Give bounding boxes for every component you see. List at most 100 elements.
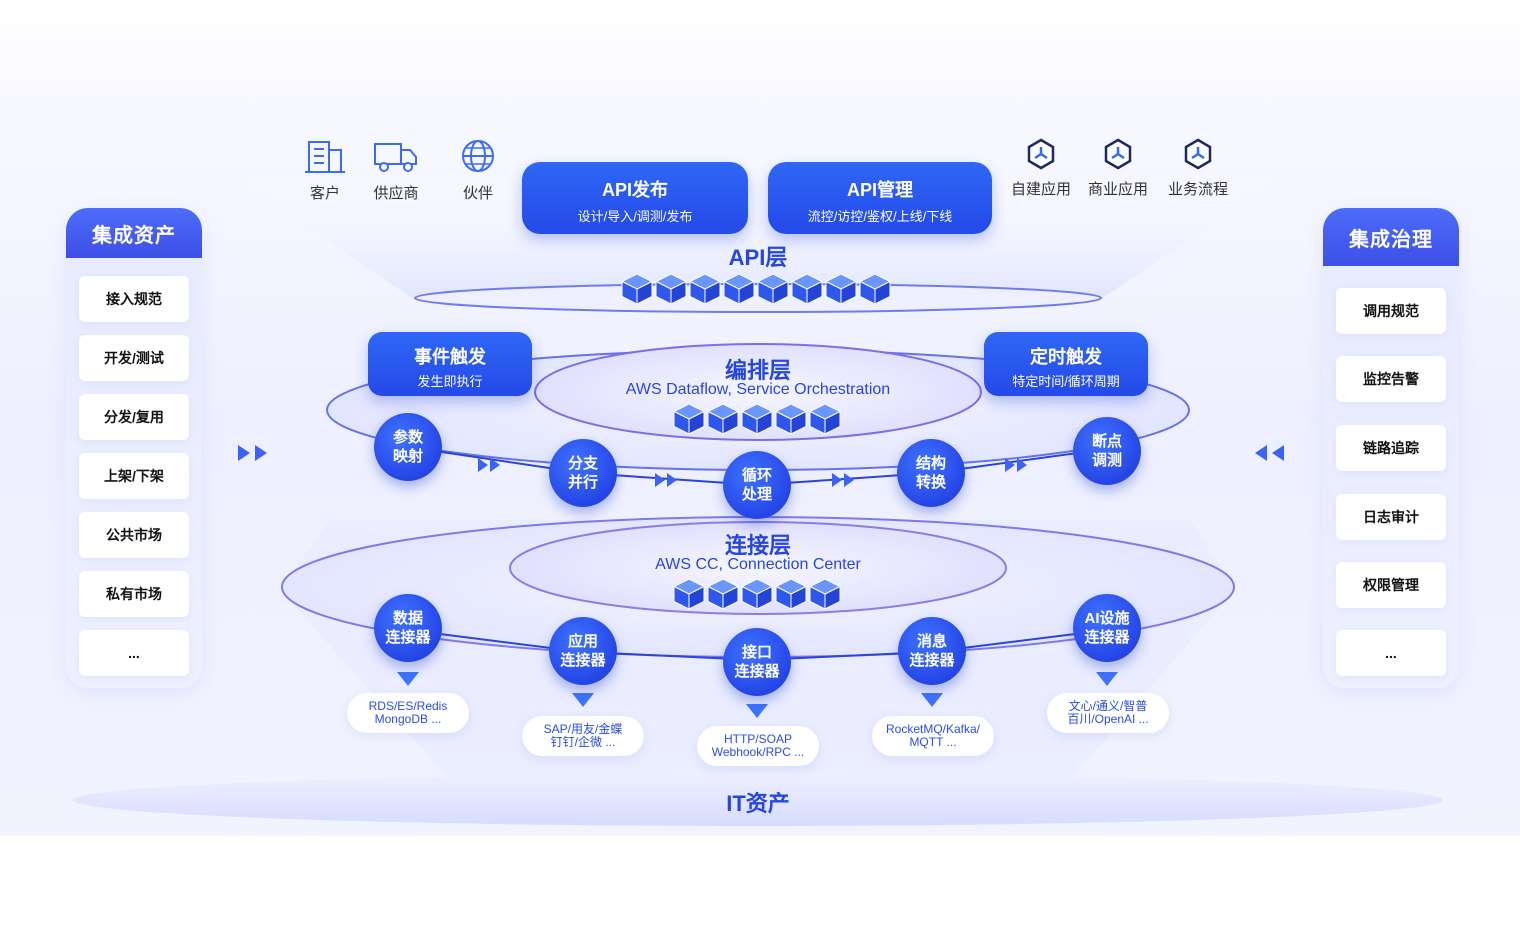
asset-item-public-market[interactable]: 公共市场 — [79, 512, 189, 558]
stakeholder-label: 客户 — [309, 185, 340, 202]
asset-item-more[interactable]: ... — [79, 630, 189, 676]
tag-interface-connectors: HTTP/SOAP Webhook/RPC ... — [697, 726, 819, 766]
cube-right — [756, 585, 773, 610]
flow-arrows — [238, 445, 1284, 487]
integration-assets-panel: 集成资产 接入规范 开发/测试 分发/复用 上架/下架 公共市场 私有市场 ..… — [66, 208, 202, 688]
api-layer-title: API层 — [728, 245, 788, 270]
connection-inner-ellipse — [509, 521, 1007, 615]
cube-right — [874, 280, 891, 305]
tag-line2: MQTT ... — [909, 735, 957, 749]
node-param-mapping[interactable]: 参数 映射 — [374, 413, 442, 481]
it-assets-title: IT资产 — [726, 791, 790, 816]
cube-right — [722, 585, 739, 610]
cube-right — [688, 585, 705, 610]
building-icon — [305, 141, 345, 173]
api-publish-card[interactable]: API发布 设计/导入/调测/发布 — [522, 162, 748, 234]
tag-data-connectors: RDS/ES/Redis MongoDB ... — [347, 693, 469, 733]
integration-governance-title: 集成治理 — [1323, 208, 1459, 266]
tag-line2: MongoDB ... — [374, 712, 442, 726]
node-interface-connector[interactable]: 接口 连接器 — [723, 628, 791, 696]
node-line1: 断点 — [1091, 433, 1122, 450]
governance-item-monitor-alert[interactable]: 监控告警 — [1336, 356, 1446, 402]
orchestration-inner-ellipse — [534, 343, 982, 441]
asset-item-publish-unpublish[interactable]: 上架/下架 — [79, 453, 189, 499]
api-manage-card[interactable]: API管理 流控/访控/鉴权/上线/下线 — [768, 162, 992, 234]
governance-item-call-spec[interactable]: 调用规范 — [1336, 288, 1446, 334]
cube-right — [840, 280, 857, 305]
node-line2: 并行 — [567, 474, 598, 491]
asset-item-dev-test[interactable]: 开发/测试 — [79, 335, 189, 381]
node-line1: 参数 — [392, 429, 423, 446]
tag-ai-connectors: 文心/通义/智普 百川/OpenAI ... — [1047, 693, 1169, 733]
asset-item-private-market[interactable]: 私有市场 — [79, 571, 189, 617]
node-line2: 连接器 — [734, 663, 780, 680]
node-line1: 应用 — [567, 633, 598, 650]
asset-item-distribute-reuse[interactable]: 分发/复用 — [79, 394, 189, 440]
cube-right — [772, 280, 789, 305]
node-line2: 连接器 — [560, 652, 606, 669]
cube-right — [704, 280, 721, 305]
governance-item-more[interactable]: ... — [1336, 630, 1446, 676]
connection-layer-subtitle: AWS CC, Connection Center — [655, 556, 861, 573]
node-structure-convert[interactable]: 结构 转换 — [897, 439, 965, 507]
tag-line1: RDS/ES/Redis — [368, 699, 448, 713]
api-publish-title: API发布 — [601, 180, 668, 200]
event-trigger-card[interactable]: 事件触发 发生即执行 — [368, 332, 532, 396]
connector-down-arrows — [397, 672, 1118, 718]
node-breakpoint-debug[interactable]: 断点 调测 — [1073, 417, 1141, 485]
cube-right — [738, 280, 755, 305]
node-line1: 循环 — [741, 467, 772, 484]
node-data-connector[interactable]: 数据 连接器 — [374, 594, 442, 662]
tag-line2: 百川/OpenAI ... — [1067, 712, 1149, 726]
orchestration-cubes — [672, 403, 842, 435]
node-line2: 转换 — [915, 474, 946, 491]
event-trigger-title: 事件触发 — [414, 347, 486, 367]
asset-item-access-spec[interactable]: 接入规范 — [79, 276, 189, 322]
node-loop-process[interactable]: 循环 处理 — [723, 451, 791, 519]
api-manage-sub: 流控/访控/鉴权/上线/下线 — [807, 209, 953, 224]
governance-item-permission[interactable]: 权限管理 — [1336, 562, 1446, 608]
governance-item-trace[interactable]: 链路追踪 — [1336, 425, 1446, 471]
node-ai-connector[interactable]: AI设施 连接器 — [1073, 594, 1141, 662]
cube-right — [756, 410, 773, 435]
stakeholder-self-built-app: 自建应用 — [1005, 138, 1077, 199]
tag-line1: SAP/用友/金蝶 — [543, 722, 623, 736]
node-line2: 处理 — [741, 486, 772, 503]
cube-right — [790, 410, 807, 435]
api-funnel — [225, 170, 1290, 300]
cube-right — [636, 280, 653, 305]
node-line1: 分支 — [567, 455, 598, 472]
api-cubes — [620, 273, 892, 305]
it-assets-base — [73, 774, 1443, 826]
governance-item-log-audit[interactable]: 日志审计 — [1336, 494, 1446, 540]
hexagon-app-icon — [1027, 138, 1055, 170]
tag-line2: 钉钉/企微 ... — [550, 735, 616, 749]
stakeholder-customer: 客户 — [290, 138, 360, 203]
stakeholder-label: 伙伴 — [462, 185, 493, 202]
tag-app-connectors: SAP/用友/金蝶 钉钉/企微 ... — [522, 716, 644, 756]
node-line1: 接口 — [741, 644, 772, 661]
node-app-connector[interactable]: 应用 连接器 — [549, 617, 617, 685]
cube-right — [806, 280, 823, 305]
stakeholder-label: 业务流程 — [1167, 181, 1228, 198]
timer-trigger-card[interactable]: 定时触发 特定时间/循环周期 — [984, 332, 1148, 396]
truck-icon — [374, 143, 417, 172]
orchestration-layer-subtitle: AWS Dataflow, Service Orchestration — [625, 381, 891, 398]
integration-governance-panel: 集成治理 调用规范 监控告警 链路追踪 日志审计 权限管理 ... — [1323, 208, 1459, 688]
event-trigger-sub: 发生即执行 — [417, 374, 483, 389]
hexagon-app-icon — [1104, 138, 1132, 170]
node-line2: 连接器 — [1084, 629, 1130, 646]
stakeholder-label: 自建应用 — [1010, 181, 1071, 198]
cube-right — [824, 585, 841, 610]
cube-right — [824, 410, 841, 435]
connection-layer-title: 连接层 — [724, 533, 791, 558]
node-message-connector[interactable]: 消息 连接器 — [898, 617, 966, 685]
integration-assets-title: 集成资产 — [66, 208, 202, 258]
cube-right — [790, 585, 807, 610]
stakeholder-business-process: 业务流程 — [1162, 138, 1234, 199]
node-branch-parallel[interactable]: 分支 并行 — [549, 439, 617, 507]
node-line1: 消息 — [916, 633, 947, 650]
node-line2: 映射 — [392, 448, 423, 465]
api-publish-sub: 设计/导入/调测/发布 — [577, 209, 693, 224]
